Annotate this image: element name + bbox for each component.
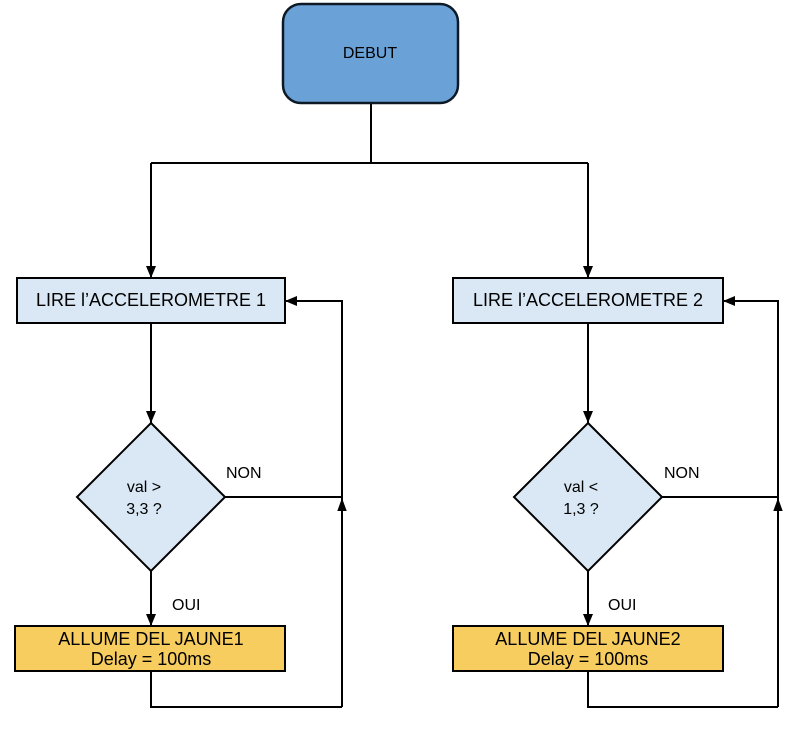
start-node-label: DEBUT <box>343 45 397 62</box>
action-1-label-line2: Delay = 100ms <box>91 649 212 669</box>
action-2-node <box>452 625 724 672</box>
decision-1-label-line1: val > <box>127 479 161 496</box>
oui-label-1: OUI <box>172 597 200 614</box>
edge-return1-to-read1 <box>285 296 343 707</box>
read-accelerometer-2-label: LIRE l’ACCELEROMETRE 2 <box>473 290 703 310</box>
edge-return2-to-read2 <box>723 296 779 707</box>
non-label-1: NON <box>226 465 262 482</box>
decision-2-label-line2: 1,3 ? <box>563 501 599 518</box>
oui-label-2: OUI <box>608 597 636 614</box>
edge-action2-loop <box>587 671 778 708</box>
decision-2-label-line1: val < <box>564 479 598 496</box>
decision-1-node <box>75 421 227 573</box>
action-2-label-line2: Delay = 100ms <box>528 649 649 669</box>
action-1-node <box>14 625 286 672</box>
action-1-label-line1: ALLUME DEL JAUNE1 <box>58 629 243 649</box>
decision-1-label-line2: 3,3 ? <box>126 501 162 518</box>
up-arrowhead-junction1 <box>337 498 347 511</box>
non-label-2: NON <box>664 465 700 482</box>
read-accelerometer-2-node <box>452 277 724 324</box>
action-2-label-line1: ALLUME DEL JAUNE2 <box>495 629 680 649</box>
edge-action1-loop <box>150 671 342 708</box>
up-arrowhead-junction2 <box>773 498 783 511</box>
read-accelerometer-1-label: LIRE l’ACCELEROMETRE 1 <box>36 290 266 310</box>
decision-2-node <box>512 421 664 573</box>
read-accelerometer-1-node <box>16 277 286 324</box>
start-node <box>281 2 460 105</box>
